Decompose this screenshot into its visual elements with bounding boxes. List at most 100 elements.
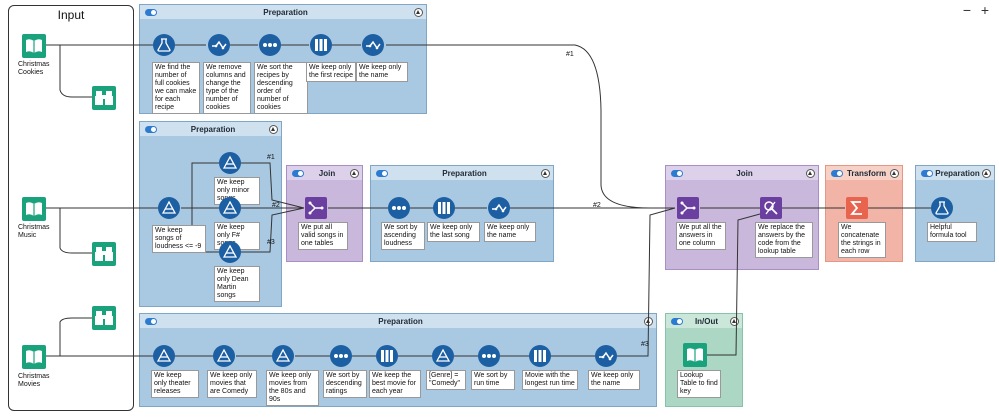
select-tool[interactable] bbox=[595, 345, 617, 367]
sort-tool[interactable] bbox=[330, 345, 352, 367]
filter-tool[interactable] bbox=[432, 345, 454, 367]
collapse-icon[interactable] bbox=[982, 168, 991, 178]
sample-tool[interactable] bbox=[310, 34, 332, 56]
input-data-music[interactable] bbox=[22, 197, 46, 221]
select-icon bbox=[595, 345, 617, 367]
filter-tool[interactable] bbox=[219, 152, 241, 174]
container-toggle[interactable] bbox=[376, 169, 388, 177]
formula-tool[interactable] bbox=[153, 34, 175, 56]
collapse-icon[interactable] bbox=[269, 124, 278, 134]
browse-tool-music[interactable] bbox=[92, 242, 116, 266]
collapse-icon[interactable] bbox=[541, 168, 550, 178]
browse-tool-movies[interactable] bbox=[92, 306, 116, 330]
filter-icon bbox=[432, 345, 454, 367]
tool-annotation: [Genre] = "Comedy" bbox=[426, 370, 466, 390]
filter-icon bbox=[219, 241, 241, 263]
container-title: Preparation bbox=[442, 168, 487, 178]
wire-label: #1 bbox=[566, 51, 574, 58]
container-toggle[interactable] bbox=[671, 169, 683, 177]
filter-tool[interactable] bbox=[272, 345, 294, 367]
collapse-icon[interactable] bbox=[806, 168, 815, 178]
container-toggle[interactable] bbox=[921, 169, 933, 177]
filter-icon bbox=[219, 197, 241, 219]
union-tool[interactable] bbox=[677, 197, 699, 219]
container-title: Preparation bbox=[935, 168, 980, 178]
input-data-cookies[interactable] bbox=[22, 34, 46, 58]
filter-tool[interactable] bbox=[158, 197, 180, 219]
sample-tool[interactable] bbox=[376, 345, 398, 367]
tool-annotation: We keep only movies that are Comedy bbox=[207, 370, 257, 398]
container-toggle[interactable] bbox=[831, 169, 843, 177]
container-title: Join bbox=[318, 168, 336, 178]
collapse-icon[interactable] bbox=[414, 7, 423, 17]
container-toggle[interactable] bbox=[671, 317, 683, 325]
tool-annotation: We sort by ascending loudness bbox=[381, 222, 425, 250]
sample-icon bbox=[529, 345, 551, 367]
collapse-icon[interactable] bbox=[644, 316, 653, 326]
filter-icon bbox=[158, 197, 180, 219]
wire-label: #2 bbox=[593, 202, 601, 209]
container-toggle[interactable] bbox=[145, 317, 157, 325]
container-title: Preparation bbox=[378, 316, 423, 326]
sample-icon bbox=[433, 197, 455, 219]
summarize-tool[interactable] bbox=[846, 197, 868, 219]
container-toggle[interactable] bbox=[145, 125, 157, 133]
sort-tool[interactable] bbox=[478, 345, 500, 367]
container-header: Preparation bbox=[140, 314, 656, 328]
tool-annotation: We keep only Dean Martin songs bbox=[214, 266, 260, 302]
tool-annotation: We sort by descending ratings bbox=[323, 370, 367, 398]
union-icon bbox=[677, 197, 699, 219]
input-frame-title: Input bbox=[57, 8, 85, 22]
select-icon bbox=[488, 197, 510, 219]
select-tool[interactable] bbox=[488, 197, 510, 219]
zoom-in-button[interactable]: + bbox=[980, 2, 990, 18]
tool-annotation: Movie with the longest run time bbox=[522, 370, 578, 390]
collapse-icon[interactable] bbox=[730, 316, 739, 326]
sort-tool[interactable] bbox=[388, 197, 410, 219]
container-toggle[interactable] bbox=[145, 8, 157, 16]
wire-label: #1 bbox=[267, 154, 275, 161]
collapse-icon[interactable] bbox=[890, 168, 899, 178]
sample-icon bbox=[310, 34, 332, 56]
tool-annotation: We replace the answers by the code from … bbox=[755, 222, 813, 258]
find-replace-tool[interactable] bbox=[760, 197, 782, 219]
container-header: Transform bbox=[826, 166, 902, 180]
container-preparation-end[interactable]: Preparation bbox=[915, 165, 995, 262]
select-tool[interactable] bbox=[362, 34, 384, 56]
select-icon bbox=[362, 34, 384, 56]
sample-tool[interactable] bbox=[529, 345, 551, 367]
container-header: Preparation bbox=[916, 166, 994, 180]
tool-annotation: We put all the answers in one column bbox=[676, 222, 726, 250]
formula-tool[interactable] bbox=[931, 197, 953, 219]
sample-icon bbox=[376, 345, 398, 367]
union-tool[interactable] bbox=[305, 197, 327, 219]
collapse-icon[interactable] bbox=[350, 168, 359, 178]
book-icon bbox=[22, 345, 46, 369]
container-header: Preparation bbox=[371, 166, 553, 180]
container-header: Join bbox=[287, 166, 362, 180]
tool-annotation: We keep only theater releases bbox=[151, 370, 199, 398]
sort-tool[interactable] bbox=[259, 34, 281, 56]
sample-tool[interactable] bbox=[433, 197, 455, 219]
filter-tool[interactable] bbox=[219, 241, 241, 263]
wire-label: #3 bbox=[641, 341, 649, 348]
sort-icon bbox=[478, 345, 500, 367]
tool-annotation: We keep the best movie for each year bbox=[369, 370, 421, 398]
filter-icon bbox=[219, 152, 241, 174]
tool-annotation: We find the number of full cookies we ca… bbox=[152, 62, 200, 114]
filter-tool[interactable] bbox=[213, 345, 235, 367]
zoom-out-button[interactable]: − bbox=[962, 2, 972, 18]
formula-icon bbox=[931, 197, 953, 219]
select-tool[interactable] bbox=[208, 34, 230, 56]
tool-annotation: Lookup Table to find key bbox=[677, 370, 721, 398]
filter-tool[interactable] bbox=[153, 345, 175, 367]
input-label: Christmas Movies bbox=[18, 373, 50, 388]
browse-tool-cookies[interactable] bbox=[92, 86, 116, 110]
tool-annotation: Helpful formula tool bbox=[927, 222, 977, 242]
input-data-movies[interactable] bbox=[22, 345, 46, 369]
input-data-lookup[interactable] bbox=[683, 343, 707, 367]
tool-annotation: We sort by run time bbox=[471, 370, 515, 390]
container-toggle[interactable] bbox=[292, 169, 304, 177]
filter-tool[interactable] bbox=[219, 197, 241, 219]
tool-annotation: We keep only the name bbox=[588, 370, 640, 390]
